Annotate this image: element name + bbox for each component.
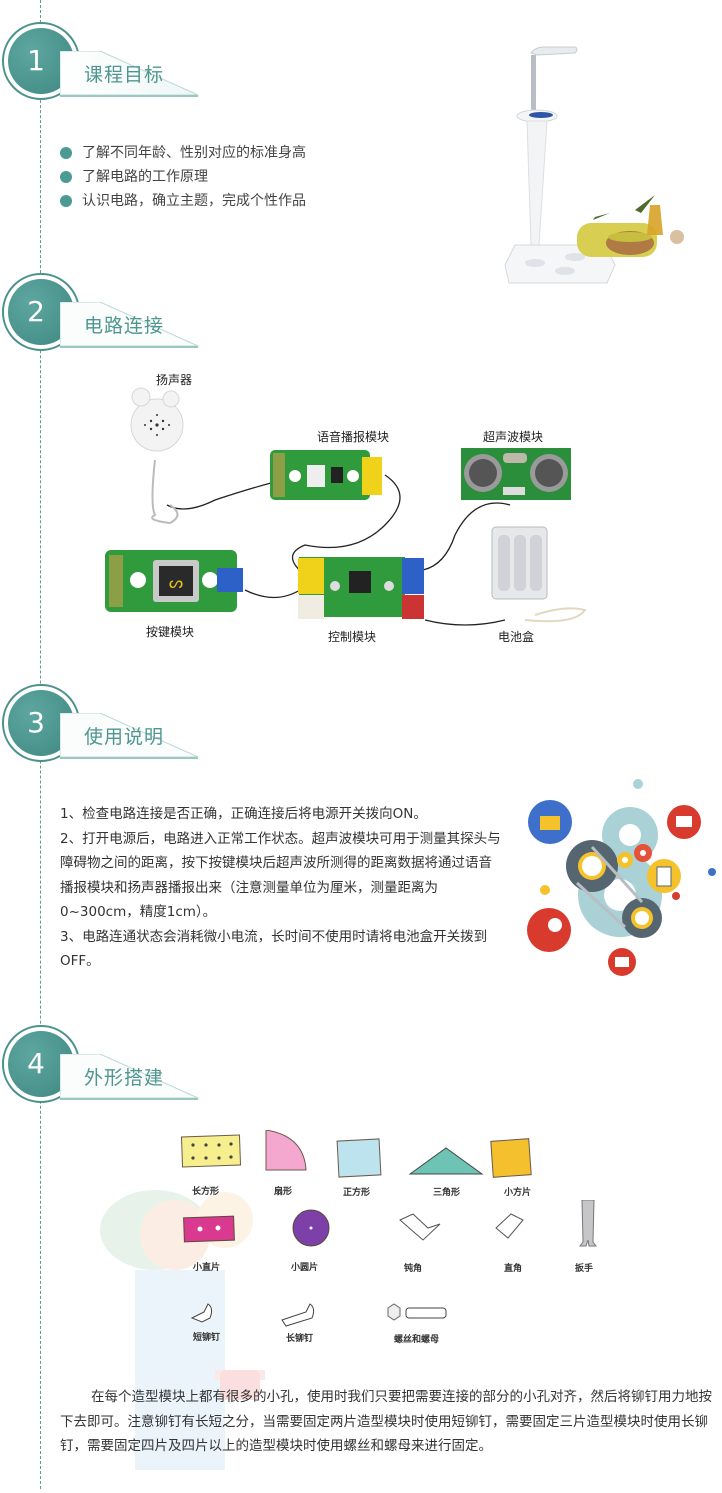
part-label: 钝角 [404, 1264, 423, 1274]
battery-box-label: 电池盒 [498, 630, 535, 644]
usage-step: 2、打开电源后，电路进入正常工作状态。超声波模块可用于测量其探头与障碍物之间的距… [60, 830, 501, 921]
part-label: 直角 [504, 1264, 523, 1274]
goal-item: 了解电路的工作原理 [60, 165, 306, 189]
section-title-tag: 电路连接 [60, 302, 200, 348]
goal-text: 了解不同年龄、性别对应的标准身高 [82, 145, 306, 161]
usage-step: 3、电路连通状态会消耗微小电流，长时间不使用时请将电池盒开关拨到OFF。 [60, 928, 488, 970]
section-number: 1 [27, 44, 45, 77]
circuit-diagram: ᔕ 扬声器 语音播报模块 超声波模块 按键模块 控制模块 电池盒 [95, 365, 615, 650]
part-label: 小直片 [193, 1263, 221, 1273]
bullet-icon [60, 171, 72, 183]
goal-text: 了解电路的工作原理 [82, 169, 208, 185]
part-label: 短铆钉 [193, 1333, 221, 1343]
section-header-4: 4 外形搭建 [0, 1015, 220, 1115]
section-header-2: 2 电路连接 [0, 263, 220, 363]
section-title: 外形搭建 [84, 1067, 165, 1089]
gears-illustration [525, 775, 720, 980]
goal-item: 认识电路，确立主题，完成个性作品 [60, 189, 306, 213]
section-number: 4 [27, 1047, 45, 1080]
section-header-1: 1 课程目标 [0, 12, 220, 112]
part-label: 三角形 [433, 1188, 461, 1198]
speaker-label: 扬声器 [156, 373, 193, 387]
parts-row-2: 小直片 小圆片 钝角 直角 扳手 [178, 1199, 618, 1280]
usage-step: 1、检查电路连接是否正确，正确连接后将电源开关拨向ON。 [60, 806, 427, 822]
goals-list: 了解不同年龄、性别对应的标准身高 了解电路的工作原理 认识电路，确立主题，完成个… [60, 141, 306, 213]
assembly-text: 在每个造型模块上都有很多的小孔，使用时我们只要把需要连接的部分的小孔对齐，然后将… [60, 1389, 713, 1454]
part-label: 长铆钉 [286, 1334, 314, 1344]
section-title-tag: 使用说明 [60, 713, 200, 759]
svg-text:ᔕ: ᔕ [169, 573, 183, 592]
section-title-tag: 外形搭建 [60, 1054, 200, 1100]
key-module-label: 按键模块 [146, 625, 195, 639]
section-title-tag: 课程目标 [60, 51, 200, 97]
part-label: 螺丝和螺母 [394, 1335, 440, 1345]
goal-item: 了解不同年龄、性别对应的标准身高 [60, 141, 306, 165]
goal-text: 认识电路，确立主题，完成个性作品 [82, 193, 306, 209]
section-title: 电路连接 [84, 315, 165, 337]
usage-instructions: 1、检查电路连接是否正确，正确连接后将电源开关拨向ON。 2、打开电源后，电路进… [60, 802, 505, 974]
part-label: 扳手 [575, 1264, 594, 1274]
section-header-3: 3 使用说明 [0, 674, 220, 774]
parts-row-3: 短铆钉 长铆钉 螺丝和螺母 [178, 1298, 478, 1348]
part-label: 扇形 [274, 1187, 293, 1197]
section-number: 2 [27, 295, 45, 328]
section-title: 使用说明 [84, 726, 165, 748]
control-module-label: 控制模块 [328, 630, 377, 644]
parts-row-1: 长方形 扇形 正方形 三角形 小方片 [178, 1129, 598, 1200]
part-label: 小方片 [504, 1188, 532, 1198]
part-label: 正方形 [343, 1188, 371, 1198]
part-label: 长方形 [192, 1187, 220, 1197]
bullet-icon [60, 195, 72, 207]
bullet-icon [60, 147, 72, 159]
height-scale-image [495, 45, 705, 290]
section-title: 课程目标 [84, 64, 165, 86]
assembly-instructions: 在每个造型模块上都有很多的小孔，使用时我们只要把需要连接的部分的小孔对齐，然后将… [60, 1385, 718, 1459]
section-number: 3 [27, 706, 45, 739]
part-label: 小圆片 [291, 1263, 319, 1273]
voice-module-label: 语音播报模块 [317, 430, 390, 444]
ultrasonic-module-label: 超声波模块 [483, 430, 544, 444]
